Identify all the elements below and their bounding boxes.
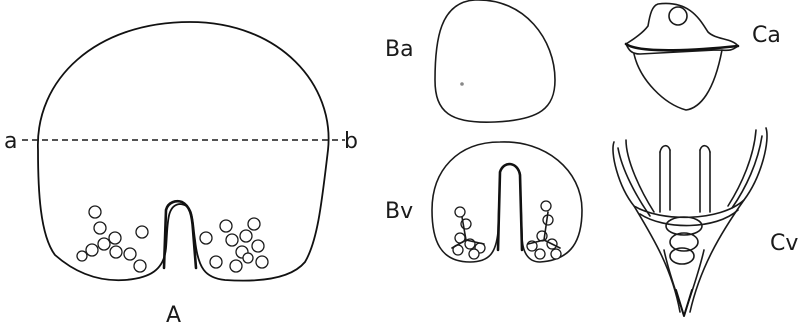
label-Bv: Bv [385,199,413,224]
panel-a: a b A [4,22,358,328]
panel-a-outline [38,22,329,281]
panel-ba-outline [435,0,555,122]
panel-ba: Ba [385,0,555,122]
panel-cv-right-arm [690,128,767,312]
panel-bv-groove [498,164,522,250]
label-b: b [344,129,358,154]
panel-ca: Ca [626,3,781,110]
panel-a-cells [77,206,268,272]
panel-cv-rods [660,150,710,212]
panel-ba-dot [460,82,464,86]
panel-bv: Bv [385,142,582,262]
panel-cv: Cv [613,128,798,316]
panel-cv-band [634,200,744,226]
label-Cv: Cv [770,231,798,256]
panel-ca-ring [669,7,687,25]
panel-bv-outline [432,142,582,262]
label-a: a [4,129,17,154]
label-A: A [166,303,181,328]
label-Ba: Ba [385,37,414,62]
label-Ca: Ca [752,23,781,48]
panel-ca-body [634,50,722,110]
panel-a-groove [164,201,196,268]
